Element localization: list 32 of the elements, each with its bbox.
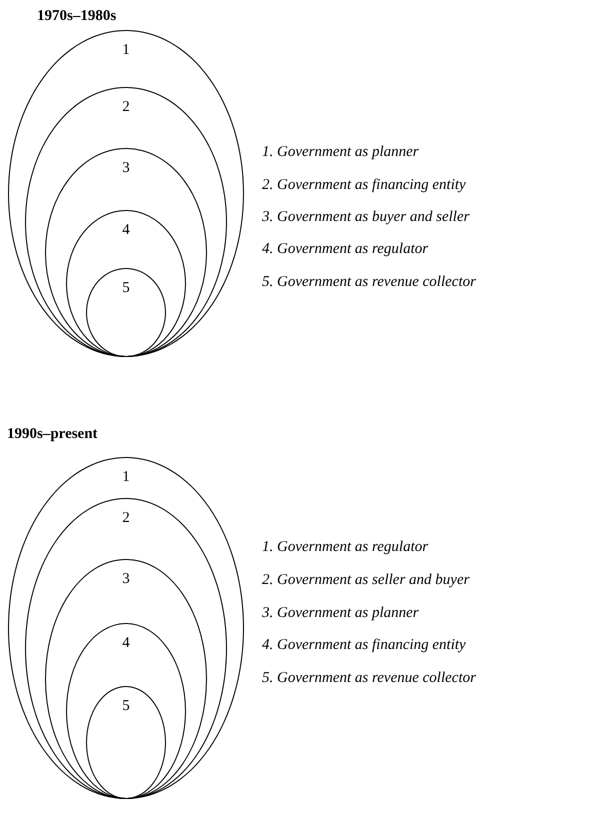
list-item: 3. Government as planner — [262, 605, 419, 622]
nested-ellipse — [8, 457, 244, 799]
list-item: 1. Government as regulator — [262, 539, 428, 556]
nested-ellipse — [25, 498, 227, 799]
nested-ellipse — [66, 210, 186, 357]
list-item: 5. Government as revenue collector — [262, 670, 476, 687]
nested-ellipse — [45, 559, 207, 799]
ring-number: 2 — [121, 509, 131, 527]
ring-number: 4 — [121, 221, 131, 239]
ring-number: 3 — [121, 159, 131, 177]
nested-ellipse — [86, 268, 166, 357]
nested-ellipse — [45, 148, 207, 357]
list-item: 4. Government as regulator — [262, 241, 428, 258]
nested-ellipse — [86, 686, 166, 799]
section-heading: 1970s–1980s — [37, 8, 116, 25]
nested-ellipse — [8, 30, 244, 357]
list-item: 2. Government as seller and buyer — [262, 572, 470, 589]
ring-number: 5 — [121, 279, 131, 297]
list-item: 1. Government as planner — [262, 144, 419, 161]
ring-number: 2 — [121, 98, 131, 116]
nested-ellipse — [25, 87, 227, 357]
list-item: 2. Government as financing entity — [262, 177, 466, 194]
list-item: 4. Government as financing entity — [262, 637, 466, 654]
list-item: 3. Government as buyer and seller — [262, 209, 470, 226]
ring-number: 4 — [121, 634, 131, 652]
list-item: 5. Government as revenue collector — [262, 274, 476, 291]
nested-ellipse — [66, 623, 186, 799]
ring-number: 1 — [121, 468, 131, 486]
section-heading: 1990s–present — [7, 426, 98, 443]
ring-number: 5 — [121, 697, 131, 715]
ring-number: 3 — [121, 570, 131, 588]
ring-number: 1 — [121, 41, 131, 59]
